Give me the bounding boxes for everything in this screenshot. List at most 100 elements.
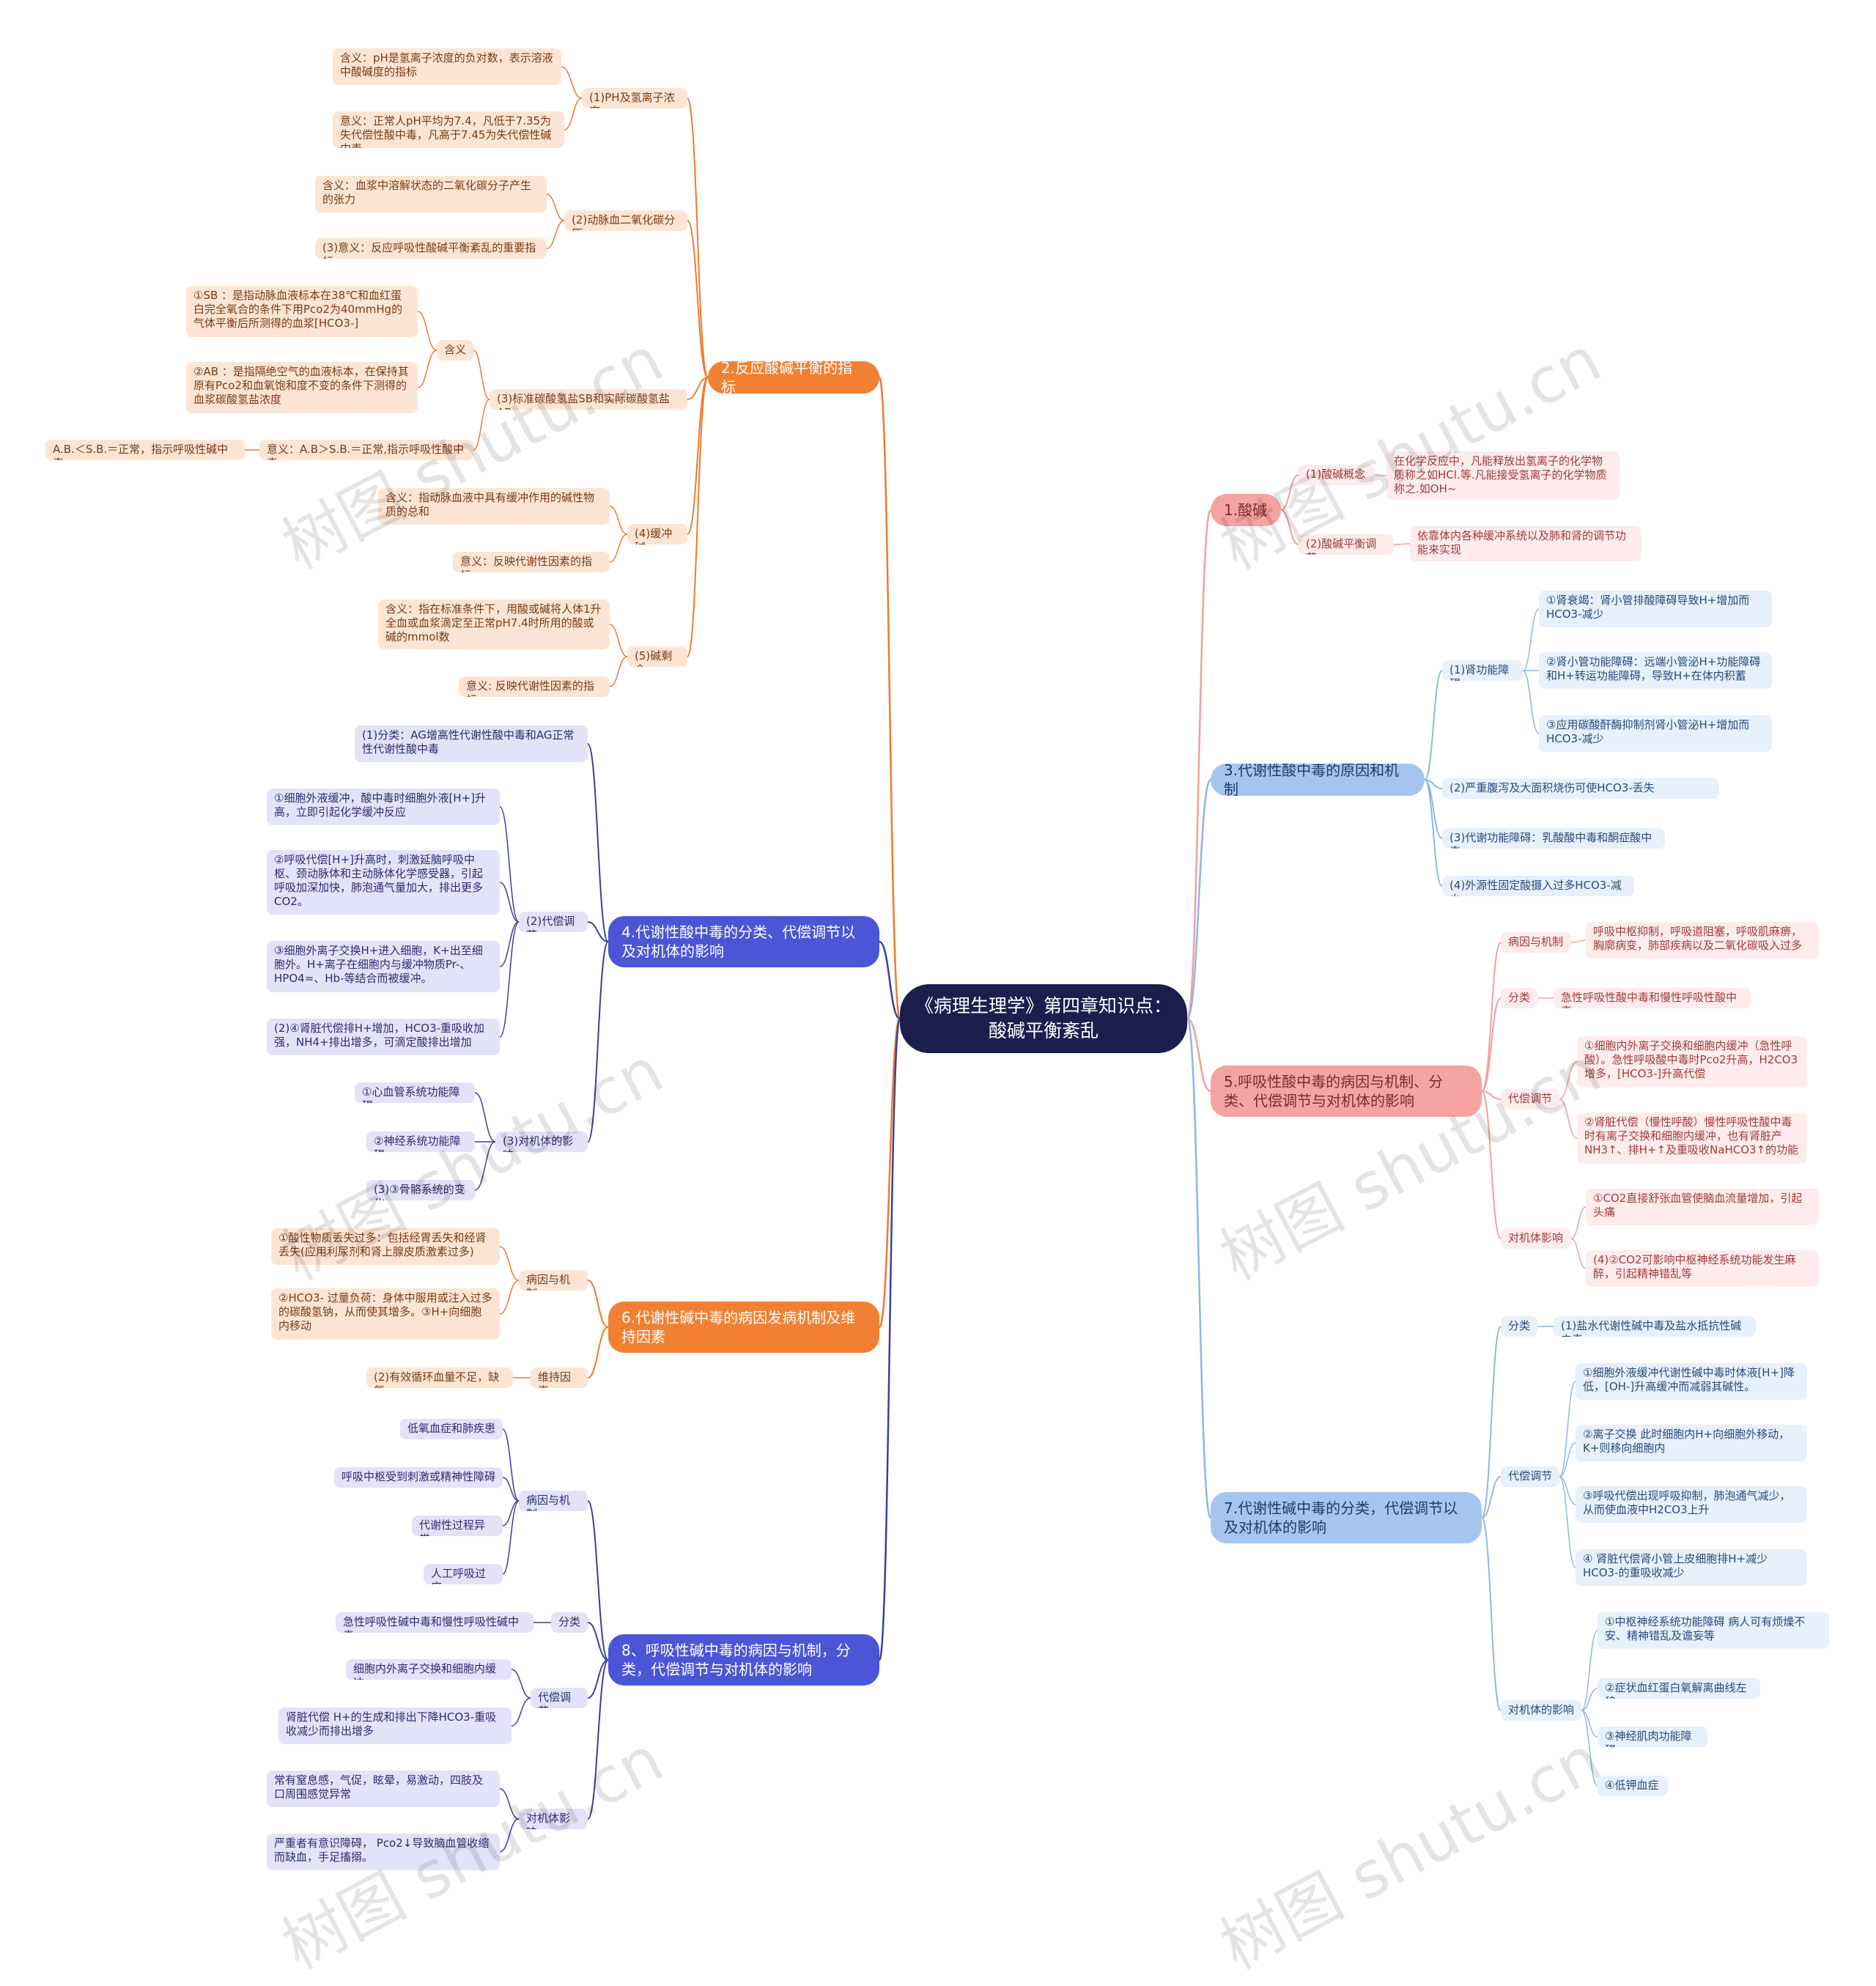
b4-cardiovascular[interactable]: ①心血管系统功能障碍	[355, 1082, 475, 1103]
b8-renal-compensation[interactable]: 肾脏代偿 H+的生成和排出下降HCO3-重吸收减少而排出增多	[278, 1708, 512, 1744]
b8-classification-detail[interactable]: 急性呼吸性碱中毒和慢性呼吸性碱中毒	[336, 1612, 533, 1633]
b8-central-stimulation[interactable]: 呼吸中枢受到刺激或精神性障碍	[334, 1467, 503, 1488]
b4-renal-compensation[interactable]: (2)④肾脏代偿排H+增加，HCO3-重吸收加强，NH4+排出增多，可滴定酸排出…	[267, 1019, 500, 1055]
b3-carbonic-anhydrase[interactable]: ③应用碳酸酐酶抑制剂肾小管泌H+增加而HCO3-减少	[1539, 715, 1772, 752]
b8-classification[interactable]: 分类	[551, 1612, 588, 1633]
b2-buffer-base-significance[interactable]: 意义：反映代谢性因素的指标	[453, 552, 610, 572]
b7-effect-oxygen-curve[interactable]: ②症状血红蛋白氧解离曲线左移	[1598, 1678, 1760, 1699]
b4-classification[interactable]: (1)分类：AG增高性代谢性酸中毒和AG正常性代谢性酸中毒	[355, 726, 588, 762]
b7-ecf-buffer[interactable]: ①细胞外液缓冲代谢性碱中毒时体液[H+]降低，[OH-]升高缓冲而减弱其碱性。	[1576, 1363, 1807, 1400]
b2-sb-ab[interactable]: (3)标准碳酸氢盐SB和实际碳酸氢盐AB	[490, 389, 687, 410]
branch-1-acid-base[interactable]: 1.酸碱	[1211, 494, 1281, 526]
b5-classification-detail[interactable]: 急性呼吸性酸中毒和慢性呼吸性酸中毒	[1554, 988, 1751, 1008]
b5-classification[interactable]: 分类	[1501, 988, 1537, 1008]
b3-metabolic-dysfunction[interactable]: (3)代谢功能障碍：乳酸酸中毒和酮症酸中毒	[1442, 828, 1665, 849]
b7-effect-neuromuscular[interactable]: ③神经肌肉功能障碍	[1598, 1727, 1707, 1747]
connector-line	[1374, 474, 1387, 476]
b8-etiology[interactable]: 病因与机制	[519, 1491, 588, 1511]
b5-chronic-compensation[interactable]: ②肾脏代偿（慢性呼酸）慢性呼吸性酸中毒时有离子交换和细胞内缓冲，也有肾脏产NH3…	[1577, 1112, 1807, 1164]
b7-classification[interactable]: 分类	[1501, 1316, 1537, 1337]
b5-effect-headache[interactable]: ①CO2直接舒张血管使脑血流量增加，引起头痛	[1586, 1189, 1819, 1225]
b1-regulation-detail[interactable]: 依靠体内各种缓冲系统以及肺和肾的调节功能来实现	[1410, 526, 1642, 561]
b1-regulation[interactable]: (2)酸碱平衡调节	[1299, 534, 1394, 555]
b2-pco2-significance[interactable]: (3)意义：反应呼吸性酸碱平衡紊乱的重要指标	[315, 238, 547, 259]
b5-etiology[interactable]: 病因与机制	[1501, 932, 1571, 953]
b3-diarrhea-burns[interactable]: (2)严重腹泻及大面积烧伤可使HCO3-丢失	[1442, 778, 1719, 799]
connector-line	[687, 97, 709, 378]
connector-line	[1559, 1099, 1578, 1139]
connector-line	[499, 882, 520, 923]
branch-7-metabolic-alkalosis-compensation[interactable]: 7.代谢性碱中毒的分类，代偿调节以及对机体的影响	[1211, 1492, 1482, 1543]
connector-line	[1559, 1442, 1576, 1477]
b8-compensation[interactable]: 代偿调节	[531, 1688, 588, 1708]
b2-sb-definition[interactable]: ①SB ：是指动脉血液标本在38℃和血红蛋白完全氧合的条件下用Pco2为40mm…	[186, 286, 418, 337]
b4-ion-exchange[interactable]: ③细胞外离子交换H+进入细胞，K+出至细胞外。H+离子在细胞内与缓冲物质Pr-、…	[267, 941, 500, 992]
b8-effects[interactable]: 对机体影响	[519, 1809, 588, 1829]
b2-ph-meaning[interactable]: 含义：pH是氢离子浓度的负对数，表示溶液中酸碱度的指标	[333, 48, 561, 85]
b2-sb-ab-alkalosis[interactable]: A.B.＜S.B.＝正常，指示呼吸性碱中毒	[45, 440, 245, 460]
b2-ph-significance[interactable]: 意义：正常人pH平均为7.4，凡低于7.35为失代偿性酸中毒，凡高于7.45为失…	[333, 111, 564, 148]
branch-6-metabolic-alkalosis-causes[interactable]: 6.代谢性碱中毒的病因发病机制及维持因素	[608, 1302, 879, 1353]
b4-skeletal[interactable]: (3)③骨骼系统的变化	[366, 1180, 475, 1200]
b3-exogenous-acid[interactable]: (4)外源性固定酸摄入过多HCO3-减少	[1442, 876, 1634, 896]
b8-over-ventilation[interactable]: 人工呼吸过度	[424, 1564, 503, 1584]
branch-2-indicators[interactable]: 2.反应酸碱平衡的指标	[708, 361, 879, 394]
b7-respiratory-compensation[interactable]: ③呼吸代偿出现呼吸抑制，肺泡通气减少，从而使血液中H2CO3上升	[1576, 1486, 1807, 1523]
branch-4-metabolic-acidosis-compensation[interactable]: 4.代谢性酸中毒的分类、代偿调节以及对机体的影响	[608, 916, 879, 967]
branch-5-respiratory-acidosis[interactable]: 5.呼吸性酸中毒的病因与机制、分类、代偿调节与对机体的影响	[1211, 1066, 1482, 1117]
connector-line	[1581, 1630, 1598, 1711]
b2-sb-ab-meaning[interactable]: 含义	[437, 340, 473, 361]
b2-base-excess[interactable]: (5)碱剩余	[627, 646, 687, 667]
b3-renal-dysfunction[interactable]: (1)肾功能障碍	[1442, 660, 1523, 681]
connector-line	[1481, 1476, 1502, 1518]
b8-effect-symptoms[interactable]: 常有窒息感，气促，眩晕，易激动，四肢及口周围感觉异常	[267, 1771, 500, 1807]
branch-3-metabolic-acidosis-causes[interactable]: 3.代谢性酸中毒的原因和机制	[1211, 764, 1425, 796]
b7-compensation[interactable]: 代偿调节	[1501, 1466, 1559, 1487]
b7-classification-detail[interactable]: (1)盐水代谢性碱中毒及盐水抵抗性碱中毒	[1554, 1316, 1756, 1337]
b4-respiratory-compensation[interactable]: ②呼吸代偿[H+]升高时，刺激延脑呼吸中枢、颈动脉体和主动脉体化学感受器，引起呼…	[267, 850, 500, 915]
b4-nervous[interactable]: ②神经系统功能障碍	[366, 1132, 475, 1152]
b5-compensation[interactable]: 代偿调节	[1501, 1089, 1559, 1110]
b7-effect-cns[interactable]: ①中枢神经系统功能障碍 病人可有烦燥不安、精神错乱及谵妄等	[1598, 1612, 1829, 1649]
b2-sb-ab-significance[interactable]: 意义：A.B＞S.B.＝正常,指示呼吸性酸中毒	[259, 440, 473, 460]
b2-buffer-base-meaning[interactable]: 含义：指动脉血液中具有缓冲作用的碱性物质的总和	[378, 488, 610, 525]
b5-effect-cns[interactable]: (4)②CO2可影响中枢神经系统功能发生麻醉，引起精神错乱等	[1586, 1250, 1819, 1287]
b7-effect-hypokalemia[interactable]: ④低钾血症	[1598, 1776, 1668, 1796]
root-topic[interactable]: 《病理生理学》第四章知识点：酸碱平衡紊乱	[900, 984, 1187, 1053]
b6-maintenance-detail[interactable]: (2)有效循环血量不足，缺氯	[366, 1367, 513, 1388]
b2-pco2[interactable]: (2)动脉血二氧化碳分压	[564, 210, 687, 231]
b2-ab-definition[interactable]: ②AB ：是指隔绝空气的血液标本，在保持其原有Pco2和血氧饱和度不变的条件下测…	[186, 362, 418, 413]
b8-effect-severe[interactable]: 严重者有意识障碍， Pco2↓导致脑血管收缩而缺血，手足搐搦。	[267, 1834, 500, 1870]
b3-tubular-dysfunction[interactable]: ②肾小管功能障碍：远端小管泌H+功能障碍和H+转运功能障碍，导致H+在体内积蓄	[1539, 652, 1772, 689]
b5-acute-compensation[interactable]: ①细胞内外离子交换和细胞内缓冲（急性呼酸）。急性呼吸酸中毒时Pco2升高，H2C…	[1577, 1036, 1807, 1088]
b4-compensation[interactable]: (2)代偿调节	[519, 912, 588, 932]
b6-etiology[interactable]: 病因与机制	[519, 1270, 588, 1291]
b2-ph[interactable]: (1)PH及氢离子浓度	[582, 88, 687, 108]
b2-pco2-meaning[interactable]: 含义：血浆中溶解状态的二氧化碳分子产生的张力	[315, 176, 547, 213]
b8-hypoxemia[interactable]: 低氧血症和肺疾患	[400, 1419, 503, 1439]
b2-base-excess-significance[interactable]: 意义: 反映代谢性因素的指标	[459, 676, 610, 697]
connector-line	[417, 350, 437, 388]
connector-line	[1581, 1688, 1598, 1711]
b3-renal-failure[interactable]: ①肾衰竭：肾小管排酸障碍导致H+增加而HCO3-减少	[1539, 591, 1772, 627]
connector-line	[587, 1280, 609, 1328]
b8-ion-exchange[interactable]: 细胞内外离子交换和细胞内缓冲	[346, 1659, 512, 1680]
b6-maintenance[interactable]: 维持因素	[531, 1367, 588, 1388]
b8-metabolic-abnormal[interactable]: 代谢性过程异常	[412, 1516, 503, 1536]
branch-8-respiratory-alkalosis[interactable]: 8、呼吸性碱中毒的病因与机制，分类，代偿调节与对机体的影响	[608, 1634, 879, 1686]
connector-line	[587, 941, 609, 1142]
b7-effects[interactable]: 对机体的影响	[1501, 1700, 1581, 1721]
connector-line	[502, 1500, 520, 1575]
b1-concept[interactable]: (1)酸碱概念	[1299, 465, 1375, 485]
b6-acid-loss[interactable]: ①酸性物质丢失过多：包括经胃丢失和经肾丢失(应用利尿剂和肾上腺皮质激素过多)	[271, 1228, 500, 1265]
b2-buffer-base[interactable]: (4)缓冲碱	[627, 524, 687, 545]
b2-base-excess-meaning[interactable]: 含义：指在标准条件下，用酸或碱将人体1升全血或血浆滴定至正常pH7.4时所用的酸…	[378, 599, 610, 649]
b5-etiology-detail[interactable]: 呼吸中枢抑制，呼吸道阻塞，呼吸肌麻痹，胸廓病变，肺部疾病以及二氧化碳吸入过多	[1586, 922, 1819, 959]
b6-hco3-load[interactable]: ②HCO3- 过量负荷：身体中服用或注入过多的碳酸氢钠，从而使其增多。③H+向细…	[271, 1288, 500, 1340]
b4-ecf-buffer[interactable]: ①细胞外液缓冲，酸中毒时细胞外液[H+]升高，立即引起化学缓冲反应	[267, 789, 500, 825]
b7-renal-compensation[interactable]: ④ 肾脏代偿肾小管上皮细胞排H+减少HCO3-的重吸收减少	[1576, 1549, 1807, 1586]
b4-effects[interactable]: (3)对机体的影响	[495, 1132, 588, 1152]
b7-ion-exchange[interactable]: ②离子交换 此时细胞内H+向细胞外移动，K+则移向细胞内	[1576, 1425, 1807, 1461]
b1-concept-detail[interactable]: 在化学反应中，凡能释放出氢离子的化学物质称之如HCl.等.凡能接受氢离子的化学物…	[1386, 451, 1620, 500]
b5-effects[interactable]: 对机体影响	[1501, 1228, 1571, 1249]
